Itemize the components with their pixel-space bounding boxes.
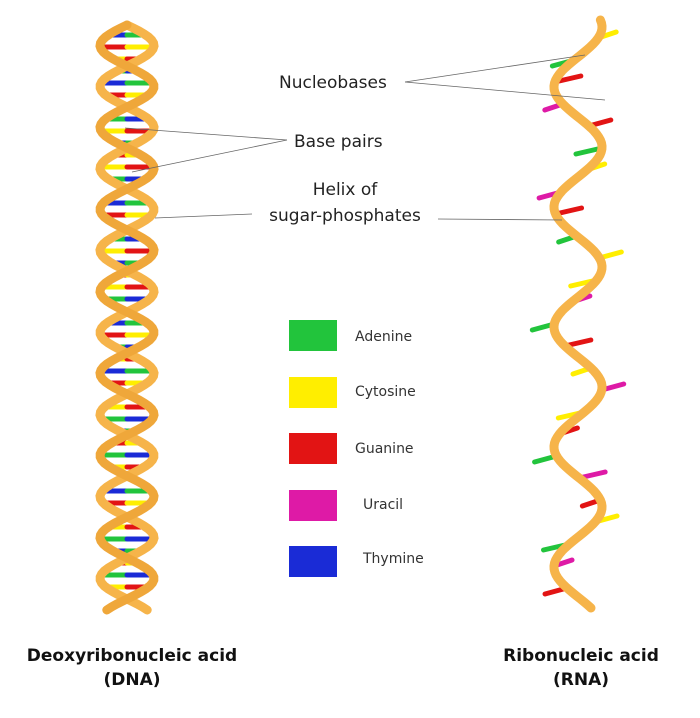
dna-backbone-strand-a xyxy=(95,20,159,615)
pointer-nucleobases-1 xyxy=(404,54,586,83)
legend-label-thymine: Thymine xyxy=(362,551,424,567)
pointer-helix-dna xyxy=(154,213,253,219)
legend-label-guanine: Guanine xyxy=(355,441,414,457)
legend-label-adenine: Adenine xyxy=(355,329,412,345)
dna-backbone-strand-b xyxy=(95,20,159,615)
label-helix-line2: sugar-phosphates xyxy=(269,206,421,226)
pointer-nucleobases-2 xyxy=(404,81,606,101)
caption-dna-line1: Deoxyribonucleic acid xyxy=(27,646,237,666)
legend-swatch-cytosine xyxy=(289,377,337,408)
rna-backbone-strand xyxy=(549,15,607,613)
pointer-base-pairs-2 xyxy=(131,139,288,173)
legend-swatch-guanine xyxy=(289,433,337,464)
pointer-helix-rna xyxy=(437,218,563,221)
label-base-pairs: Base pairs xyxy=(294,132,383,152)
caption-rna-line1: Ribonucleic acid xyxy=(503,646,659,666)
pointer-base-pairs-1 xyxy=(124,127,288,141)
annotation-pointers xyxy=(124,54,606,221)
legend-label-cytosine: Cytosine xyxy=(355,384,416,400)
legend-swatch-adenine xyxy=(289,320,337,351)
legend-swatch-uracil xyxy=(289,490,337,521)
legend-label-uracil: Uracil xyxy=(363,497,403,513)
legend: Adenine Cytosine Guanine Uracil Thymine xyxy=(289,320,424,577)
label-nucleobases: Nucleobases xyxy=(279,73,387,93)
rna-helix xyxy=(529,15,627,613)
legend-swatch-thymine xyxy=(289,546,337,577)
label-helix-line1: Helix of xyxy=(313,180,379,200)
caption-rna-line2: (RNA) xyxy=(553,670,609,690)
caption-dna-line2: (DNA) xyxy=(103,670,160,690)
dna-helix xyxy=(95,20,159,615)
